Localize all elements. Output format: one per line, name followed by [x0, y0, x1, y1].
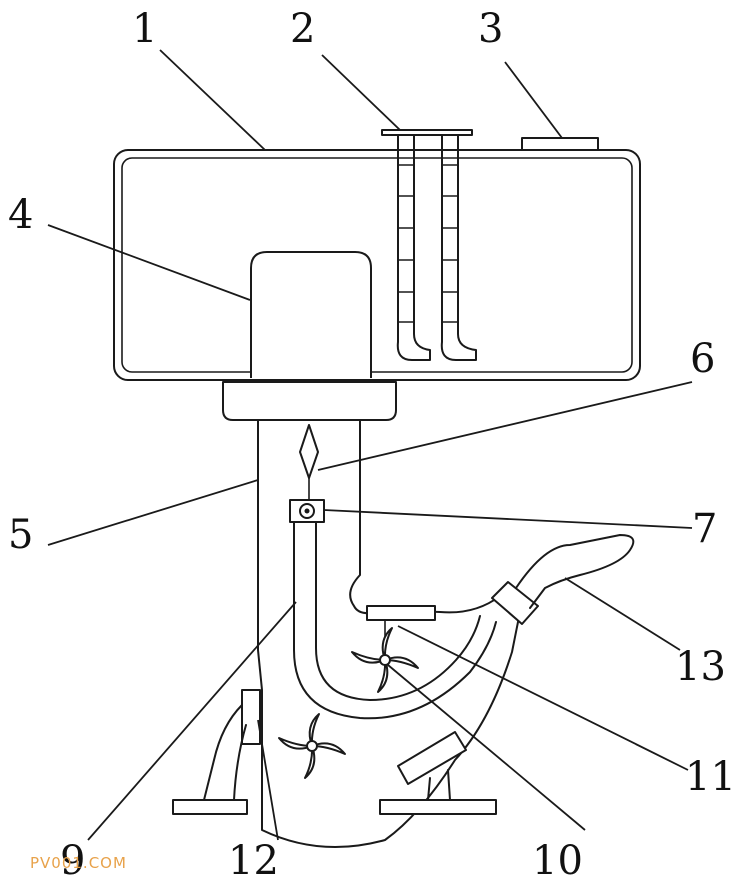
impeller-lower: [278, 713, 346, 779]
impeller-upper: [351, 627, 419, 693]
label-10: 10: [532, 838, 583, 884]
tank-body: [113, 149, 641, 381]
propeller-spindle: [299, 424, 319, 479]
valve: [289, 499, 325, 523]
label-2: 2: [290, 6, 315, 52]
motor-plate: [366, 605, 436, 621]
label-9: 9: [60, 838, 85, 884]
leader-lines: [47, 49, 693, 841]
label-6: 6: [690, 336, 715, 382]
side-block: [241, 689, 261, 745]
label-12: 12: [228, 838, 279, 884]
heating-tubes: [381, 129, 477, 361]
inner-tube: [293, 511, 497, 720]
label-11: 11: [685, 754, 736, 800]
tank-lid: [521, 137, 599, 151]
left-leg: [172, 704, 248, 815]
watermark: PV001.COM: [30, 854, 127, 872]
inner-housing: [250, 251, 372, 378]
label-1: 1: [132, 6, 157, 52]
label-7: 7: [692, 506, 717, 552]
right-leg: [379, 731, 497, 815]
label-13: 13: [675, 644, 726, 690]
tank-connector: [222, 381, 397, 421]
label-5: 5: [8, 512, 33, 558]
outlet-nozzle: [491, 534, 635, 625]
pipe-housing-outer: [257, 419, 521, 849]
label-4: 4: [8, 192, 33, 238]
label-3: 3: [478, 6, 503, 52]
